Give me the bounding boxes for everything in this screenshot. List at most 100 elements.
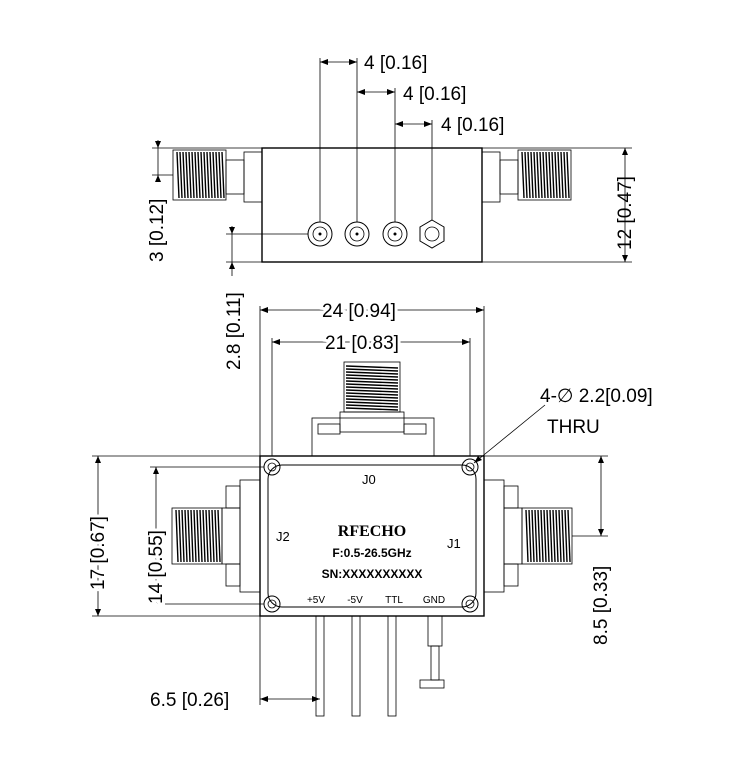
thread-line [555, 509, 559, 563]
thread-line [534, 509, 538, 563]
port-label-j0: J0 [362, 472, 376, 487]
thread-line [209, 151, 213, 199]
pin-label-gnd: GND [423, 595, 445, 606]
thread-line [212, 151, 216, 199]
thread-line [221, 151, 225, 199]
frequency-range: F:0.5-26.5GHz [332, 546, 411, 560]
hole-callout: 4-∅ 2.2[0.09] [540, 386, 653, 407]
thread-line [531, 509, 535, 563]
thread-line [345, 407, 399, 411]
thread-line [524, 151, 528, 199]
dim-connector-offset-lines [152, 140, 262, 182]
thread-line [345, 386, 399, 390]
top-view-body [261, 147, 483, 263]
thread-line [199, 509, 203, 563]
thread-line [545, 151, 549, 199]
dim-pin-offset-bottom: 6.5 [0.26] [150, 690, 229, 711]
thread-line [214, 509, 218, 563]
thread-line [211, 509, 215, 563]
dim-connector-offset: 3 [0.12] [147, 199, 168, 262]
thread-line [345, 398, 399, 402]
hole-callout-thru: THRU [547, 417, 600, 438]
thread-line [205, 509, 209, 563]
control-pins [315, 615, 445, 717]
j0-sma-connector [311, 361, 435, 457]
thread-line [560, 151, 564, 199]
thread-line [557, 151, 561, 199]
thread-line [206, 151, 210, 199]
thread-line [185, 151, 189, 199]
thread-line [536, 151, 540, 199]
thread-line [527, 151, 531, 199]
thread-line [564, 509, 568, 563]
dim-pitch-1: 4 [0.16] [364, 53, 427, 74]
dim-pin-offset: 2.8 [0.11] [224, 292, 245, 370]
thread-line [540, 509, 544, 563]
thread-line [345, 371, 399, 375]
dim-width-holes: 21 [0.83] [325, 333, 399, 354]
dim-pin-offset-bottom-lines [259, 616, 320, 705]
thread-line [567, 509, 571, 563]
thread-line [543, 509, 547, 563]
j2-sma-connector [171, 479, 261, 593]
thread-line [549, 509, 553, 563]
j1-sma-connector [483, 479, 573, 593]
thread-line [558, 509, 562, 563]
thread-line [345, 374, 399, 378]
thread-line [196, 509, 200, 563]
thread-line [208, 509, 212, 563]
dim-height-outer-lines [92, 455, 260, 617]
thread-line [182, 151, 186, 199]
dim-pitch-lines [319, 58, 433, 222]
thread-line [552, 509, 556, 563]
dim-j1-offset: 8.5 [0.33] [591, 566, 612, 645]
dim-height: 12 [0.47] [615, 176, 636, 250]
dim-height-holes-lines [150, 466, 264, 605]
thread-line [551, 151, 555, 199]
thread-line [345, 383, 399, 387]
left-sma-connector-top [172, 149, 263, 203]
thread-line [176, 151, 180, 199]
thread-line [542, 151, 546, 199]
thread-line [566, 151, 570, 199]
thread-line [188, 151, 192, 199]
label-plate [267, 464, 477, 608]
thread-line [215, 151, 219, 199]
thread-line [533, 151, 537, 199]
thread-line [179, 151, 183, 199]
thread-line [191, 151, 195, 199]
thread-line [202, 509, 206, 563]
pin-label-ttl: TTL [385, 595, 403, 606]
brand-name: RFECHO [338, 523, 406, 540]
thread-line [537, 509, 541, 563]
thread-line [217, 509, 221, 563]
thread-line [187, 509, 191, 563]
thread-line [539, 151, 543, 199]
pin-label-plus5v: +5V [307, 595, 325, 606]
port-label-j1: J1 [447, 536, 461, 551]
dim-j1-offset-lines [484, 455, 608, 537]
thread-line [203, 151, 207, 199]
thread-line [345, 377, 399, 381]
thread-line [345, 368, 399, 372]
thread-line [345, 404, 399, 408]
dim-width-outer: 24 [0.94] [322, 301, 396, 322]
hole-callout-leader [473, 404, 546, 464]
thread-line [548, 151, 552, 199]
pin-circles-top [307, 219, 445, 249]
thread-line [525, 509, 529, 563]
thread-line [563, 151, 567, 199]
thread-line [345, 395, 399, 399]
thread-line [190, 509, 194, 563]
thread-line [521, 151, 525, 199]
thread-line [345, 392, 399, 396]
thread-line [200, 151, 204, 199]
thread-line [345, 389, 399, 393]
thread-line [193, 509, 197, 563]
thread-line [528, 509, 532, 563]
thread-line [197, 151, 201, 199]
thread-line [184, 509, 188, 563]
port-label-j2: J2 [276, 529, 290, 544]
dim-height-lines [482, 147, 632, 263]
